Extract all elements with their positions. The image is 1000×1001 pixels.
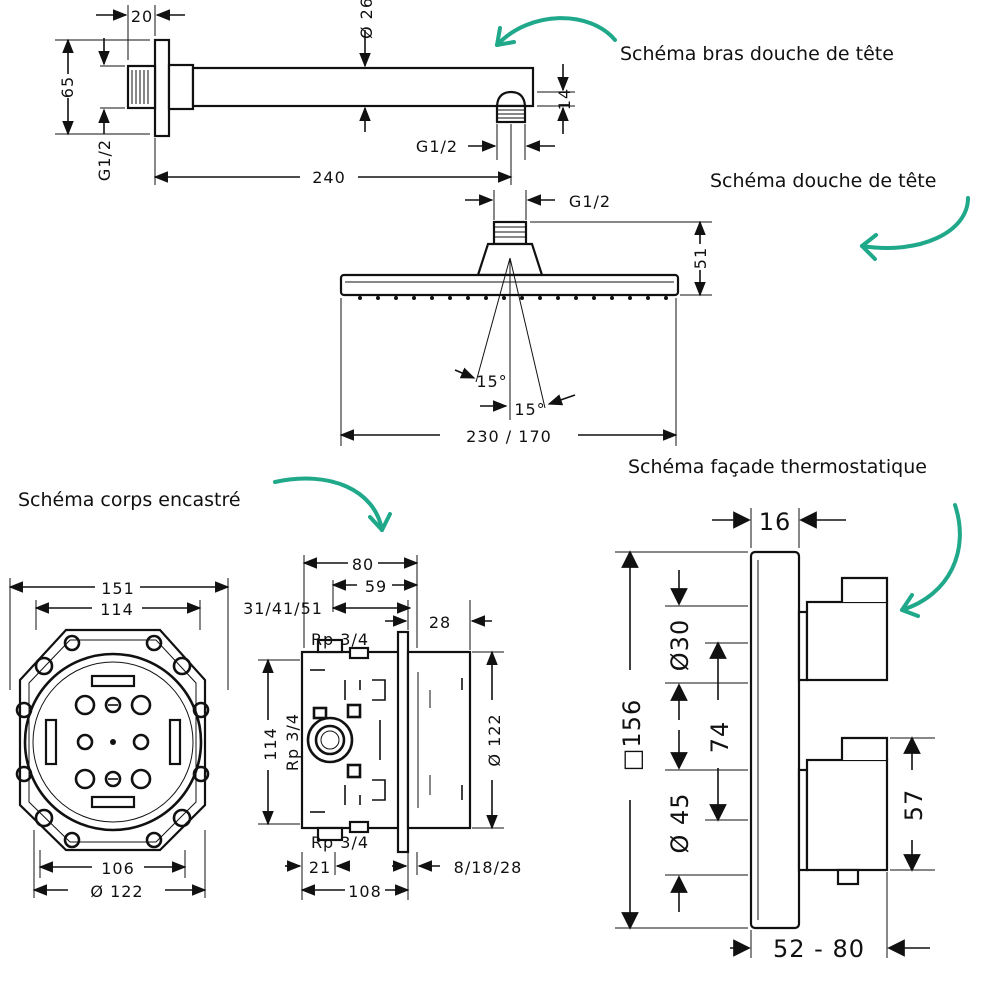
dim-151: 151 — [101, 579, 135, 598]
dim-head-g12: G1/2 — [569, 192, 611, 211]
arrow-facade-icon — [900, 503, 962, 612]
dim-51: 51 — [691, 247, 710, 269]
dim-d122-vertical: Ø 122 — [485, 713, 504, 766]
facade-plate — [749, 550, 801, 930]
arrow-head-icon — [860, 196, 970, 250]
body-side-cover — [406, 650, 472, 830]
dim-angle-2: 15° — [514, 400, 545, 419]
dim-108: 108 — [348, 882, 382, 901]
dim-230-170: 230 / 170 — [466, 427, 552, 446]
dim-21: 21 — [309, 858, 331, 877]
dim-80: 80 — [352, 555, 374, 574]
facade-drawing: 16 □156 Ø30 74 Ø 45 57 52 — [615, 508, 935, 963]
dim-d26: Ø 26 — [357, 0, 376, 39]
facade-handle-top — [805, 600, 889, 682]
body-side-port — [306, 716, 354, 764]
arm-drawing: 20 Ø 26 65 G1/2 14 G1/2 240 — [55, 0, 575, 187]
dim-74: 74 — [706, 721, 734, 754]
dim-240: 240 — [312, 168, 346, 187]
caption-arm: Schéma bras douche de tête — [620, 43, 894, 65]
dim-16: 16 — [759, 508, 792, 536]
caption-body: Schéma corps encastré — [18, 489, 241, 511]
dim-angle-1: 15° — [476, 372, 507, 391]
head-nozzles — [358, 296, 668, 300]
dim-106: 106 — [101, 859, 135, 878]
dim-d30: Ø30 — [666, 619, 694, 671]
label-rp-bottom: Rp 3/4 — [311, 833, 369, 852]
arrow-body-icon — [273, 476, 384, 532]
arrow-arm-icon — [495, 16, 617, 47]
arm-wall-plate — [153, 38, 171, 138]
dim-52-80: 52 - 80 — [773, 935, 865, 963]
label-rp-top: Rp 3/4 — [311, 630, 369, 649]
caption-head: Schéma douche de tête — [710, 170, 936, 192]
dim-8-18-28: 8/18/28 — [454, 858, 523, 877]
dim-d122: Ø 122 — [90, 882, 143, 901]
arm-tube — [191, 66, 535, 108]
head-connector — [492, 220, 528, 246]
dim-14: 14 — [555, 88, 574, 110]
dim-114: 114 — [100, 600, 134, 619]
dim-65: 65 — [58, 76, 77, 98]
head-drawing: G1/2 51 15° 15° 230 / 170 — [339, 190, 712, 446]
dim-57: 57 — [900, 789, 928, 822]
dim-156: □156 — [618, 699, 646, 771]
dim-g12-outlet: G1/2 — [416, 137, 458, 156]
dim-59: 59 — [365, 577, 387, 596]
body-top-view: 151 114 106 Ø 122 — [8, 578, 230, 901]
body-side-view: 80 59 31/41/51 28 Rp 3/4 Rp 3/4 Rp 3/4 1… — [243, 555, 523, 901]
label-rp-left: Rp 3/4 — [283, 713, 302, 771]
dim-28: 28 — [429, 613, 451, 632]
dim-20: 20 — [131, 7, 153, 26]
caption-facade: Schéma façade thermostatique — [628, 456, 927, 478]
body-ring — [23, 652, 203, 832]
dim-g12-left: G1/2 — [95, 139, 114, 181]
dim-31-41-51: 31/41/51 — [243, 599, 323, 618]
facade-handle-bottom — [805, 758, 889, 872]
dim-d45: Ø 45 — [666, 792, 694, 853]
dim-114-vertical: 114 — [261, 727, 280, 761]
